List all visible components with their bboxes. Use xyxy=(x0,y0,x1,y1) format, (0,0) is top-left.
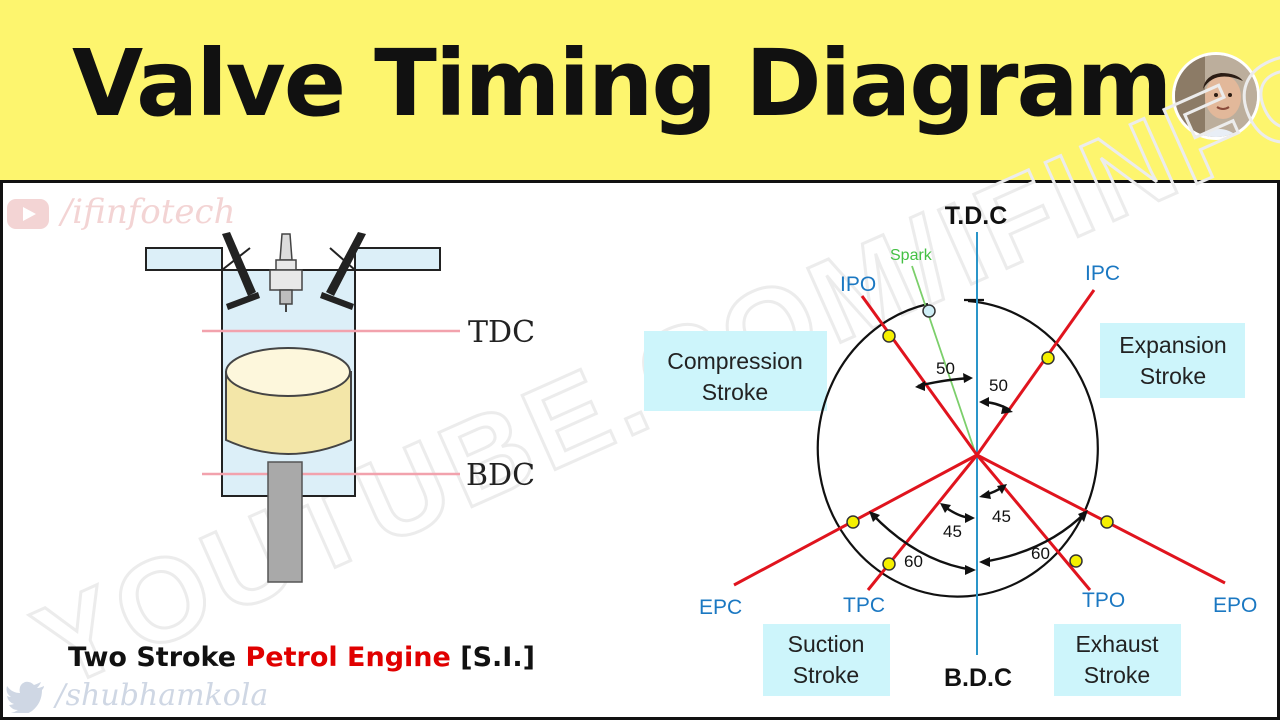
left-port xyxy=(145,247,223,271)
bdc-label: BDC xyxy=(466,458,535,493)
epc-label: EPC xyxy=(699,596,742,619)
header-banner: Valve Timing Diagram xyxy=(0,0,1280,183)
compression-stroke-box xyxy=(644,331,827,411)
tpo-label: TPO xyxy=(1082,589,1125,612)
twitter-watermark-text: /shubhamkola xyxy=(55,678,269,713)
angle-arrowheads xyxy=(869,373,1088,575)
timing-diagram: Compression Stroke Expansion Stroke Suct… xyxy=(644,202,1257,696)
ipc-label: IPC xyxy=(1085,262,1120,285)
expansion-stroke-box xyxy=(1100,323,1245,398)
ipo-dot xyxy=(882,329,896,343)
compression-stroke-line2: Stroke xyxy=(702,379,768,405)
tpo-angle-label: 45 xyxy=(992,507,1011,526)
left-valve xyxy=(222,232,256,296)
tpc-label: TPC xyxy=(843,594,885,617)
engine-caption: Two Stroke Petrol Engine [S.I.] xyxy=(68,642,535,673)
suction-stroke-line2: Stroke xyxy=(793,662,859,688)
epo-angle-arc xyxy=(981,511,1087,564)
suction-stroke-box xyxy=(763,624,890,696)
twitter-watermark: /shubhamkola xyxy=(6,678,268,716)
spark-line xyxy=(911,265,977,456)
epo-dot xyxy=(1100,515,1114,529)
epc-angle-arc xyxy=(871,513,974,572)
expansion-stroke-line2: Stroke xyxy=(1140,363,1206,389)
spark-dot xyxy=(922,304,936,318)
ipo-line xyxy=(860,295,979,456)
spark-label: Spark xyxy=(890,247,933,264)
tpc-dot xyxy=(882,557,896,571)
engine-caption-part2: Petrol Engine xyxy=(245,642,451,673)
channel-avatar[interactable] xyxy=(1172,52,1260,140)
right-port xyxy=(354,247,441,271)
angle-arcs xyxy=(871,376,1087,572)
right-valve xyxy=(326,232,366,296)
youtube-icon xyxy=(7,199,49,229)
tdc-label: TDC xyxy=(468,315,535,350)
tpo-line xyxy=(975,454,1092,591)
tdc-axis-label: T.D.C xyxy=(945,202,1008,230)
expansion-stroke-line1: Expansion xyxy=(1119,332,1226,358)
engine-schematic: TDC BDC xyxy=(145,232,535,583)
channel-watermark: /ifinfotech xyxy=(6,192,236,234)
epc-angle-label: 60 xyxy=(904,552,923,571)
suction-stroke-line1: Suction xyxy=(788,631,865,657)
exhaust-stroke-line1: Exhaust xyxy=(1075,631,1159,657)
ipc-line xyxy=(975,289,1096,456)
engine-caption-part3: [S.I.] xyxy=(450,642,535,673)
tpo-dot xyxy=(1069,554,1083,568)
tpc-angle-label: 45 xyxy=(943,522,962,541)
epo-label: EPO xyxy=(1213,594,1257,617)
epc-dot xyxy=(846,515,860,529)
ipo-label: IPO xyxy=(840,273,876,296)
page-title: Valve Timing Diagram xyxy=(72,30,1172,137)
spark-angle-label: 50 xyxy=(936,359,955,378)
piston xyxy=(225,347,352,455)
timing-circle xyxy=(816,299,1099,598)
compression-stroke-line1: Compression xyxy=(667,348,803,374)
twitter-icon xyxy=(6,681,44,713)
engine-caption-part1: Two Stroke xyxy=(68,642,246,673)
ipc-dot xyxy=(1041,351,1055,365)
bdc-axis-label: B.D.C xyxy=(944,664,1012,692)
ipc-angle-label: 50 xyxy=(989,376,1008,395)
channel-watermark-text: /ifinfotech xyxy=(60,192,236,232)
exhaust-stroke-line2: Stroke xyxy=(1084,662,1150,688)
connecting-rod xyxy=(267,461,303,583)
epo-angle-label: 60 xyxy=(1031,544,1050,563)
event-dots xyxy=(846,304,1114,571)
spark-plug xyxy=(269,233,303,312)
exhaust-stroke-box xyxy=(1054,624,1181,696)
avatar-image xyxy=(1175,55,1257,137)
content-frame xyxy=(0,183,1280,720)
